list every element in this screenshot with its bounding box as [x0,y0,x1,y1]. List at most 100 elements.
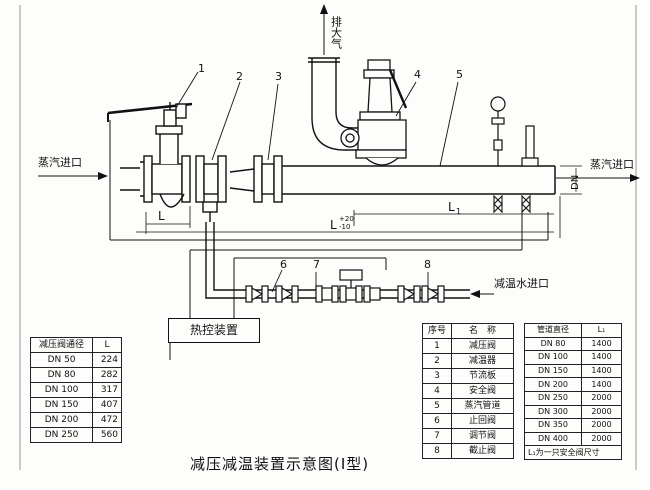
regulating-valve [315,269,381,303]
table-cell: 407 [92,397,122,413]
pressure-gauge [490,96,506,166]
dn-label: DN [570,175,581,190]
table-header-row: 管道直径 L₁ [524,323,622,338]
thermal-control-box: 热控装置 [168,318,260,343]
callout-6: 6 [280,258,287,271]
table-header-cell: 序号 [422,323,452,339]
table-cell: DN 50 [29,352,94,368]
table-cell: DN 150 [29,397,94,413]
table-cell: 2 [422,353,452,369]
safety-valve [340,59,408,166]
exhaust-arrow [320,4,328,55]
steam-outlet-arrow [556,174,640,182]
steam-outlet-label: 蒸汽进口 [590,157,634,171]
dim-ltol-label: L [330,218,337,232]
dim-l1-label: L [448,200,455,214]
table-cell: 2000 [581,404,622,420]
callout-5: 5 [456,68,463,81]
table-cell: DN 200 [524,377,582,392]
orifice-plate [253,155,283,203]
table-cell: 1400 [581,336,622,352]
table-cell: 蒸汽管道 [451,398,514,414]
diagram-caption: 减压减温装置示意图(Ⅰ型) [190,455,370,473]
table-header-cell: 减压阀通径 [29,337,94,353]
table-cell: 317 [92,382,122,398]
table-cell: 安全阀 [451,383,514,399]
desuperheater [195,155,227,222]
callout-1: 1 [198,62,205,75]
table-cell: 8 [422,443,452,459]
table-cell: DN 200 [29,412,94,428]
thermometer [521,125,539,167]
control-lines [109,120,549,360]
table-header-row: 序号 名 称 [422,323,514,339]
table-header-row: 减压阀通径 L [29,337,122,353]
water-inlet-arrow [470,290,494,298]
dim-tol-minus: -10 [339,223,350,231]
table-cell: 560 [92,427,122,443]
table-cell: DN 250 [29,427,94,443]
table-cell: 282 [92,367,122,383]
table-cell: 1400 [581,350,622,365]
table-cell: 2000 [581,431,622,447]
table-cell: 节流板 [451,368,514,384]
table-cell: 止回阀 [451,413,514,429]
pressure-reducing-valve [107,102,193,208]
table-note-row: L₁为一只安全阀尺寸 [524,445,622,460]
table-header-cell: L₁ [581,323,622,338]
callout-2: 2 [236,70,243,83]
exhaust-label: 排大气 [330,15,343,49]
callout-8: 8 [424,258,431,271]
table-cell: DN 300 [524,404,582,420]
table-cell: 2000 [581,390,622,406]
table-cell: 1400 [581,363,622,379]
callout-4: 4 [414,68,421,81]
table-cell: 7 [422,428,452,444]
table-cell: 224 [92,352,122,368]
table-cell: DN 100 [29,382,94,398]
steam-inlet-arrow [38,172,108,180]
table-cell: DN 80 [29,367,94,383]
main-steam-pipe [120,161,556,197]
table-cell: DN 100 [524,350,582,365]
table-cell: 2000 [581,418,622,433]
table-cell: DN 150 [524,363,582,379]
water-inlet-label: 减温水进口 [494,277,549,290]
steam-inlet-label: 蒸汽进口 [38,155,82,169]
table-cell: DN 400 [524,431,582,447]
stop-valve [397,285,445,303]
table-cell: 减压阀 [451,338,514,354]
drain-valves [493,194,531,214]
callout-leaders [175,71,459,293]
table-cell: 3 [422,368,452,384]
dim-l1-sub: 1 [456,207,461,216]
table-header-cell: L [92,337,122,353]
table-cell: 减温器 [451,353,514,369]
dim-l-label: L [158,209,165,223]
table-cell: 5 [422,398,452,414]
table-header-cell: 管道直径 [524,323,582,338]
callout-7: 7 [313,258,320,271]
check-valve [245,285,299,303]
table-cell: 1 [422,338,452,354]
